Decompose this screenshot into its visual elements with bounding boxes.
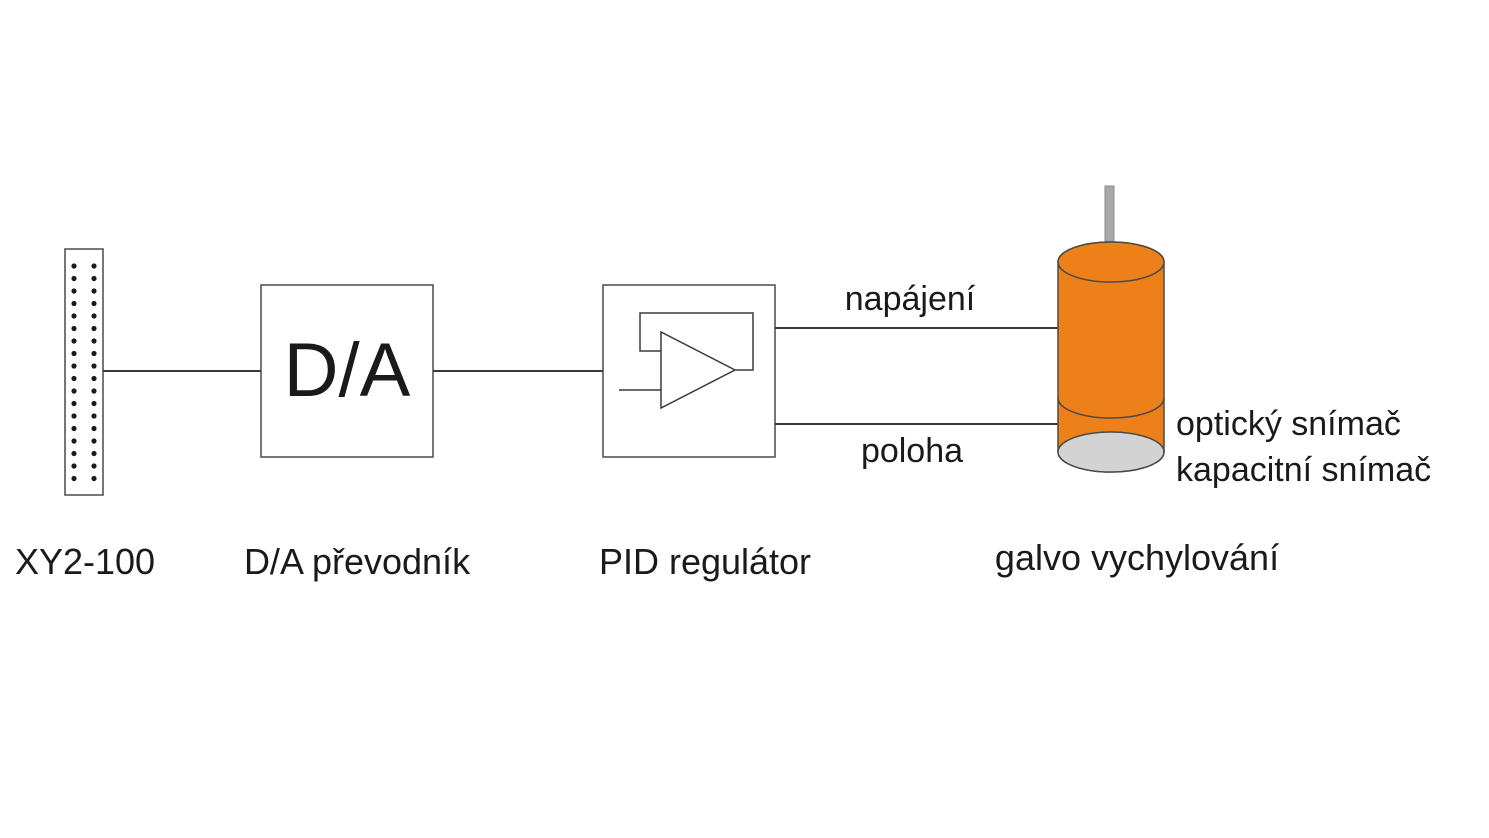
galvo-sensor-division (1057, 397, 1165, 419)
connector-pin (71, 263, 77, 269)
xy2-100-connector (64, 248, 104, 496)
connector-pin (91, 388, 97, 394)
converter-caption: D/A převodník (244, 541, 471, 582)
connector-pin (91, 450, 97, 457)
connector-pin (91, 475, 97, 482)
connector-pin (71, 338, 77, 344)
da-converter-block: D/A (260, 284, 434, 458)
optical-sensor-label: optický snímač (1176, 405, 1401, 443)
connector-pin (71, 350, 77, 357)
connector-pin (71, 400, 77, 407)
galvo-bottom-face (1057, 431, 1165, 473)
connector-pin (71, 450, 77, 457)
connector-pin (91, 275, 97, 282)
connector-pin (71, 363, 77, 369)
pid-regulator-block (602, 284, 776, 458)
connector-pin (91, 363, 97, 369)
connector-pin (91, 425, 97, 432)
galvo-top-cap (1057, 241, 1165, 283)
connector-pin (71, 425, 77, 432)
connector-pin (91, 325, 97, 332)
connector-pin (71, 325, 77, 332)
connector-body (64, 248, 104, 496)
galvo-caption: galvo vychylování (995, 537, 1279, 578)
da-symbol: D/A (284, 328, 411, 413)
connector-pin (91, 263, 97, 269)
connector-pin (91, 375, 97, 382)
connector-pin (71, 313, 77, 319)
connector-pin (71, 438, 77, 444)
connector-pin (71, 288, 77, 294)
da-box (260, 284, 434, 458)
pid-caption: PID regulátor (599, 541, 811, 582)
power-signal-label: napájení (845, 280, 976, 318)
capacitive-sensor-label: kapacitní snímač (1176, 451, 1431, 489)
position-signal-label: poloha (861, 432, 963, 470)
connector-pin (71, 463, 77, 469)
connector-pin (91, 400, 97, 407)
galvo-motor (1057, 185, 1165, 473)
connector-pin (71, 300, 77, 307)
connector-pin (71, 413, 77, 419)
connector-pin (91, 288, 97, 294)
connector-pin (91, 313, 97, 319)
connector-pin (91, 300, 97, 307)
connector-pins (71, 263, 97, 482)
op-amp-icon (619, 312, 754, 410)
connector-caption: XY2-100 (15, 541, 155, 582)
connector-pin (71, 275, 77, 282)
connector-pin (91, 413, 97, 419)
connector-pin (71, 388, 77, 394)
connector-pin (71, 375, 77, 382)
connector-pin (91, 438, 97, 444)
connector-pin (91, 338, 97, 344)
connector-pin (91, 463, 97, 469)
connector-pin (91, 350, 97, 357)
connector-pin (71, 475, 77, 482)
